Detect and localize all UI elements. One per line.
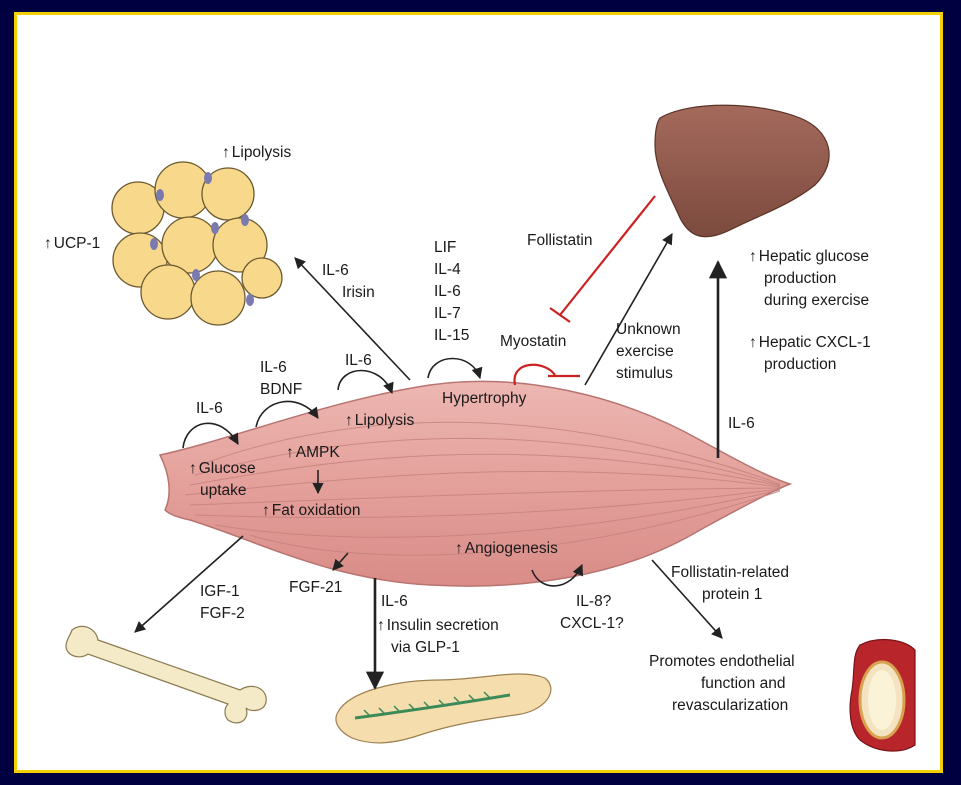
follistatin-label: Follistatin [527, 231, 592, 250]
blood-vessel-icon [850, 640, 915, 751]
liver-icon [655, 105, 829, 237]
il6-glucose-label: IL-6 [196, 399, 223, 418]
il7-label: IL-7 [434, 304, 461, 323]
cxcl1-production-label: production [764, 355, 836, 374]
arrow-unknown-to-liver [585, 234, 672, 385]
uptake-label: uptake [200, 481, 247, 500]
bone-icon [66, 626, 266, 723]
revascularization-label: revascularization [672, 696, 788, 715]
angiogenesis-label: Angiogenesis [455, 539, 558, 558]
fgf21-label: FGF-21 [289, 578, 342, 597]
lipolysis-muscle-label: Lipolysis [345, 411, 414, 430]
exercise-label: exercise [616, 342, 674, 361]
il15-label: IL-15 [434, 326, 469, 345]
ampk-label: AMPK [286, 443, 340, 462]
hepatic-glucose-label: Hepatic glucose [749, 247, 869, 266]
curve-hypertrophy [428, 359, 480, 379]
il6-fat-label: IL-6 [322, 261, 349, 280]
curve-lipolysis [338, 371, 392, 394]
fat-oxidation-label: Fat oxidation [262, 501, 361, 520]
pancreas-icon [336, 674, 551, 743]
lipolysis-fat-label: Lipolysis [222, 143, 291, 162]
il6-hypertrophy-label: IL-6 [434, 282, 461, 301]
hepatic-during-label: during exercise [764, 291, 869, 310]
il6-insulin-label: IL-6 [381, 592, 408, 611]
irisin-label: Irisin [342, 283, 375, 302]
hepatic-production-label: production [764, 269, 836, 288]
myostatin-label: Myostatin [500, 332, 566, 351]
cxcl1-label: CXCL-1? [560, 614, 624, 633]
hypertrophy-label: Hypertrophy [442, 389, 526, 408]
endothelial-label: Promotes endothelial [649, 652, 795, 671]
il6-ampk-label: IL-6 [260, 358, 287, 377]
lif-label: LIF [434, 238, 456, 257]
fgf2-label: FGF-2 [200, 604, 245, 623]
il6-liver-label: IL-6 [728, 414, 755, 433]
stimulus-label: stimulus [616, 364, 673, 383]
il6-lipolysis-label: IL-6 [345, 351, 372, 370]
glucose-uptake-label: Glucose [189, 459, 256, 478]
il4-label: IL-4 [434, 260, 461, 279]
il8-label: IL-8? [576, 592, 611, 611]
function-label: function and [701, 674, 785, 693]
igf1-label: IGF-1 [200, 582, 240, 601]
insulin-secretion-label: Insulin secretion [377, 616, 499, 635]
ucp1-label: UCP-1 [44, 234, 100, 253]
hepatic-cxcl1-label: Hepatic CXCL-1 [749, 333, 871, 352]
bdnf-label: BDNF [260, 380, 302, 399]
fat-cells-icon [112, 162, 282, 325]
fstl1-label: Follistatin-related [671, 563, 789, 582]
fstl1-protein-label: protein 1 [702, 585, 762, 604]
via-glp1-label: via GLP-1 [391, 638, 460, 657]
unknown-label: Unknown [616, 320, 681, 339]
